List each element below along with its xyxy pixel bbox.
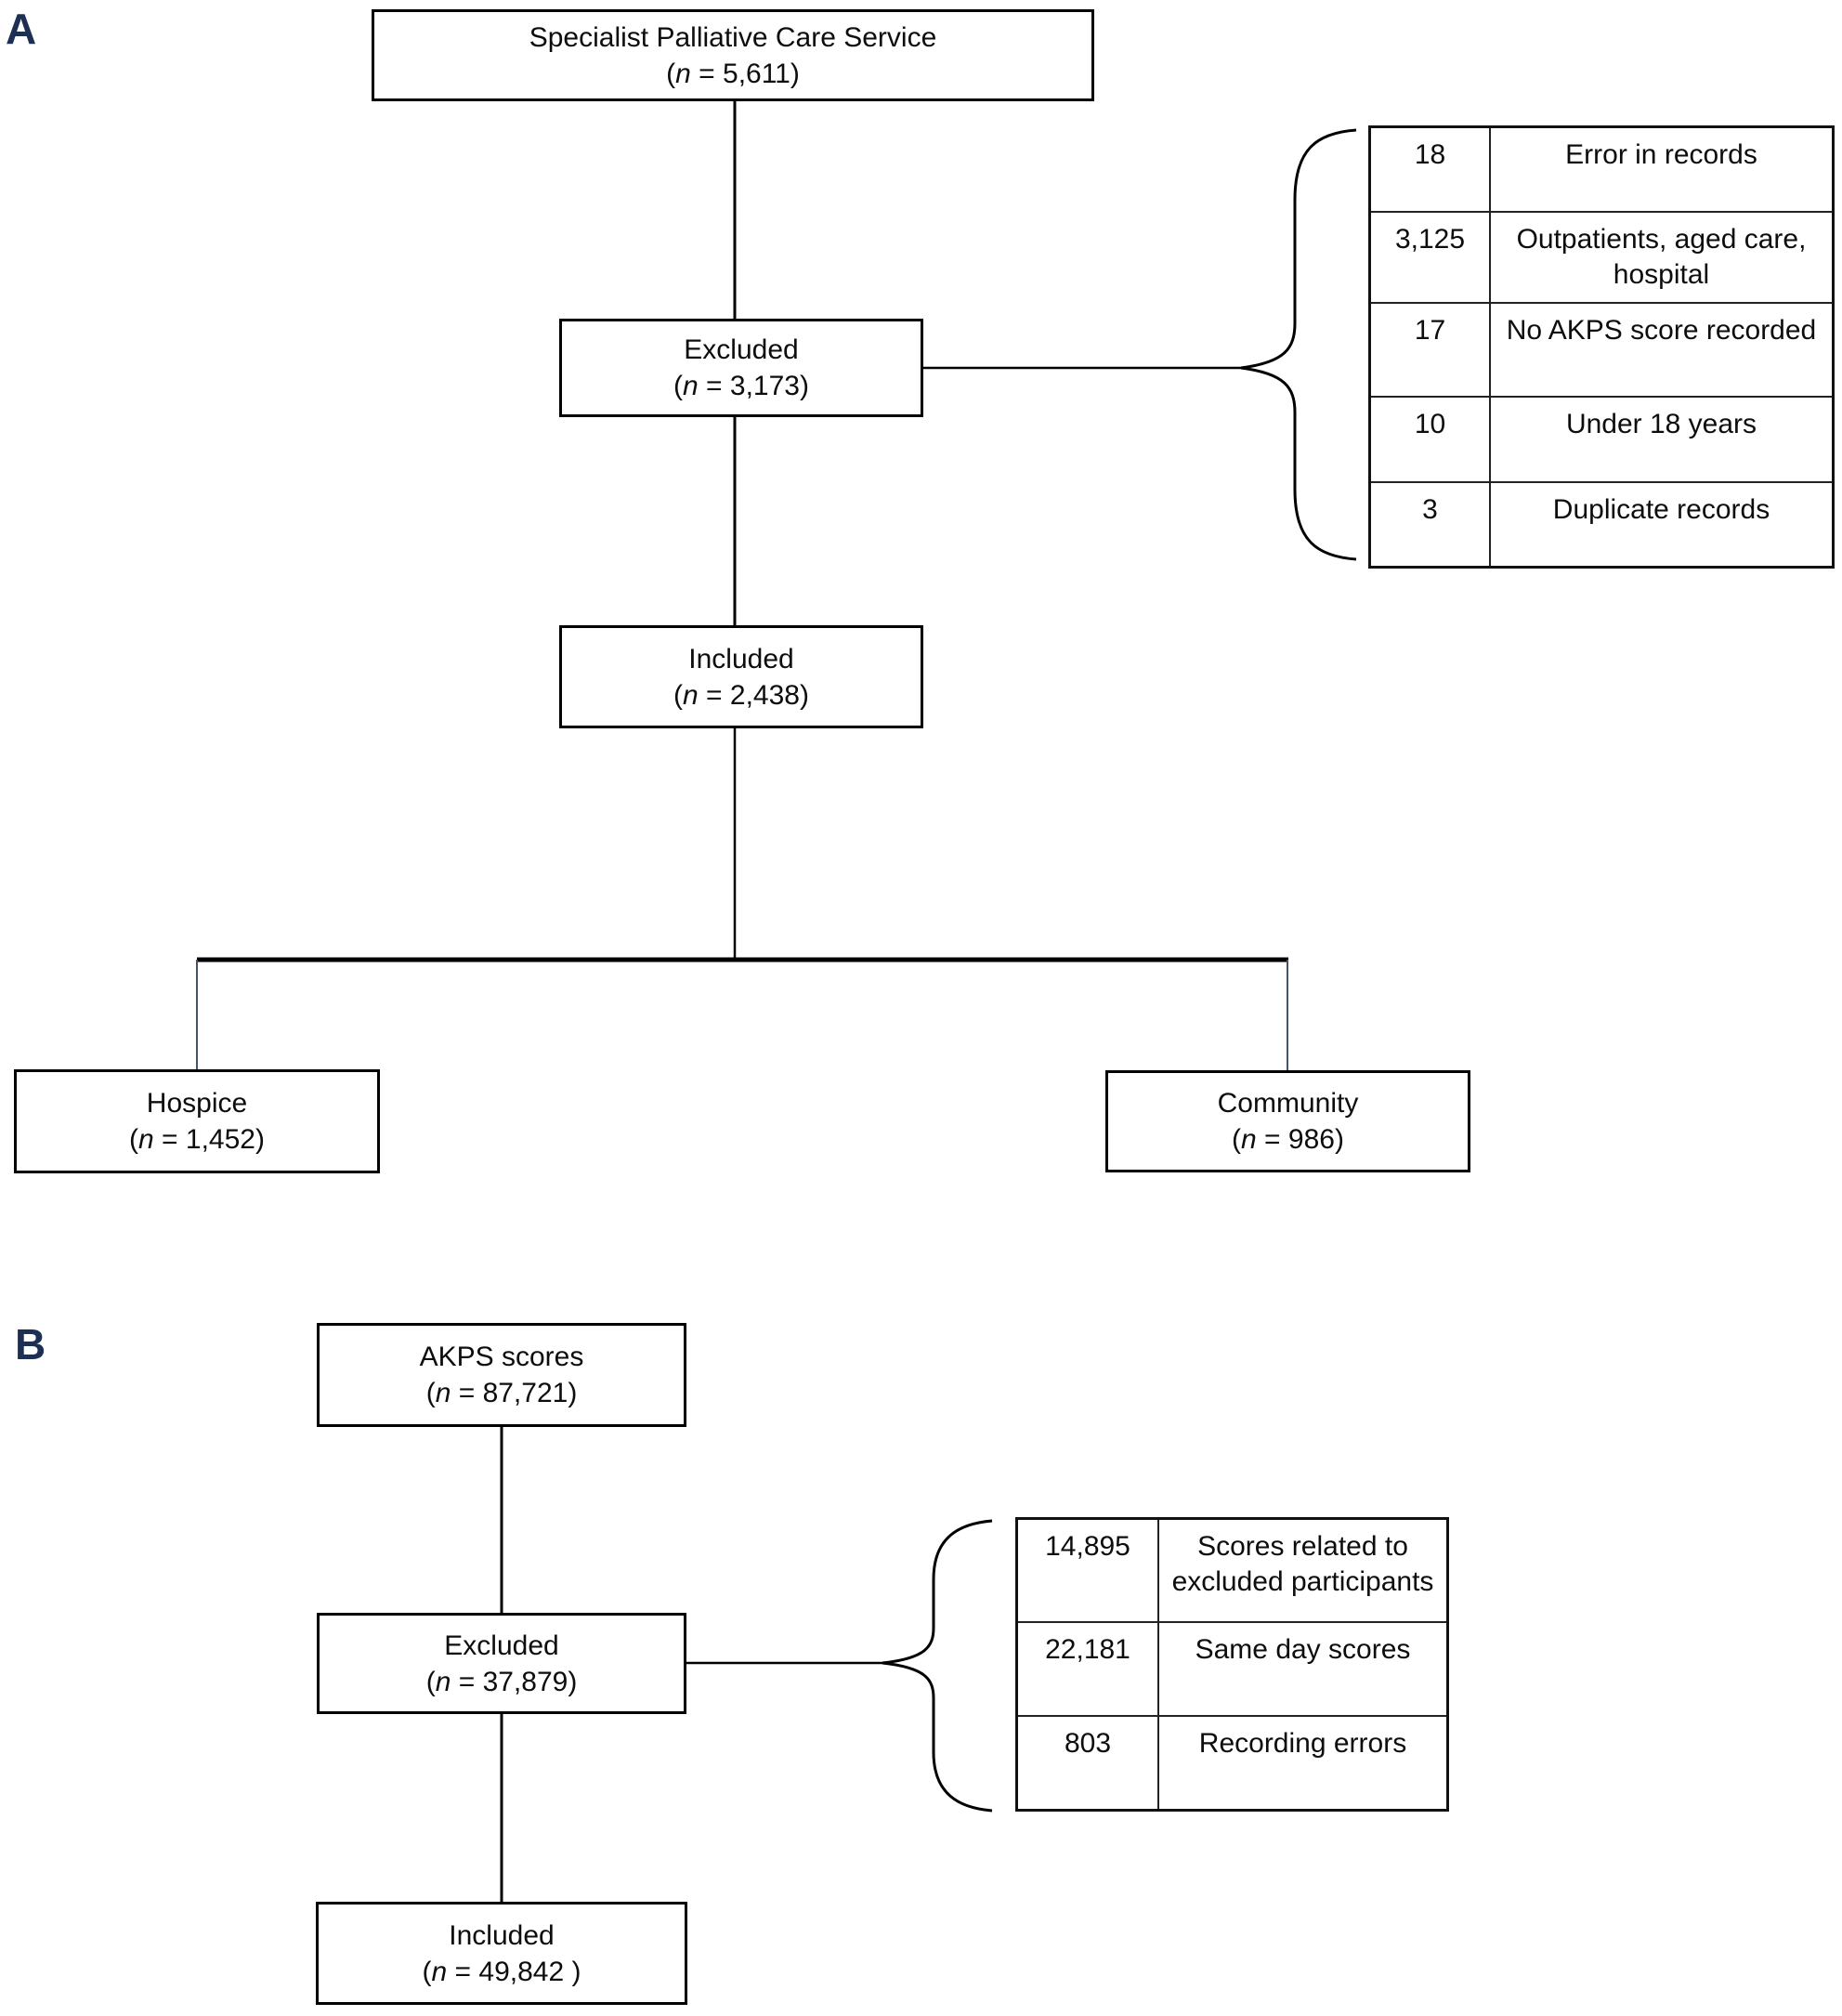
exclusion-count-cell: 10 (1371, 398, 1491, 483)
box-excluded-b: Excluded (n = 37,879) (317, 1613, 686, 1714)
box-excluded-a: Excluded (n = 3,173) (559, 319, 923, 417)
panel-a-label: A (6, 5, 37, 53)
box-included-a: Included (n = 2,438) (559, 625, 923, 728)
exclusion-table-b: 14,895 Scores related to excluded partic… (1015, 1517, 1449, 1812)
brace-b (882, 1519, 993, 1813)
exclusion-count-cell: 17 (1371, 304, 1491, 398)
box-specialist-palliative-care-service: Specialist Palliative Care Service (n = … (372, 9, 1094, 101)
box-title: AKPS scores (419, 1342, 584, 1372)
exclusion-count-cell: 22,181 (1018, 1623, 1159, 1717)
exclusion-count-cell: 3,125 (1371, 213, 1491, 304)
box-count: (n = 2,438) (673, 679, 809, 711)
exclusion-reason-cell: Error in records (1491, 128, 1832, 213)
box-community: Community (n = 986) (1105, 1070, 1470, 1172)
box-included-b: Included (n = 49,842 ) (316, 1902, 687, 2005)
panel-b-label: B (15, 1320, 46, 1368)
exclusion-reason-cell: Scores related to excluded participants (1159, 1520, 1446, 1623)
exclusion-table-a: 18 Error in records 3,125 Outpatients, a… (1368, 125, 1835, 569)
box-count: (n = 3,173) (673, 371, 809, 401)
exclusion-reason-cell: Same day scores (1159, 1623, 1446, 1717)
box-title: Community (1217, 1088, 1359, 1119)
box-count: (n = 986) (1232, 1124, 1344, 1155)
exclusion-reason-cell: Duplicate records (1552, 494, 1770, 525)
box-title: Specialist Palliative Care Service (529, 21, 937, 53)
box-count: (n = 87,721) (425, 1378, 578, 1408)
box-title: Excluded (684, 334, 799, 365)
exclusion-count-cell: 18 (1371, 128, 1491, 213)
exclusion-count-cell: 14,895 (1018, 1520, 1159, 1623)
box-count: (n = 37,879) (425, 1666, 578, 1697)
box-count: (n = 49,842 ) (422, 1956, 581, 1987)
box-hospice: Hospice (n = 1,452) (14, 1069, 380, 1173)
exclusion-reason-cell: No AKPS score recorded (1491, 304, 1832, 398)
box-count: (n = 1,452) (129, 1124, 265, 1155)
box-count: (n = 5,611) (666, 58, 800, 89)
exclusion-reason-cell: Recording errors (1198, 1728, 1407, 1759)
box-title: Included (449, 1919, 555, 1951)
brace-a (1240, 128, 1357, 561)
exclusion-reason-cell: Under 18 years (1491, 398, 1832, 483)
exclusion-count-cell: 803 (1018, 1717, 1159, 1809)
box-title: Included (688, 643, 794, 674)
box-title: Hospice (146, 1088, 248, 1119)
exclusion-reason-cell: Outpatients, aged care, hospital (1491, 213, 1832, 304)
exclusion-count-cell: 3 (1371, 483, 1491, 566)
box-akps-scores: AKPS scores (n = 87,721) (317, 1323, 686, 1427)
box-title: Excluded (444, 1630, 559, 1661)
